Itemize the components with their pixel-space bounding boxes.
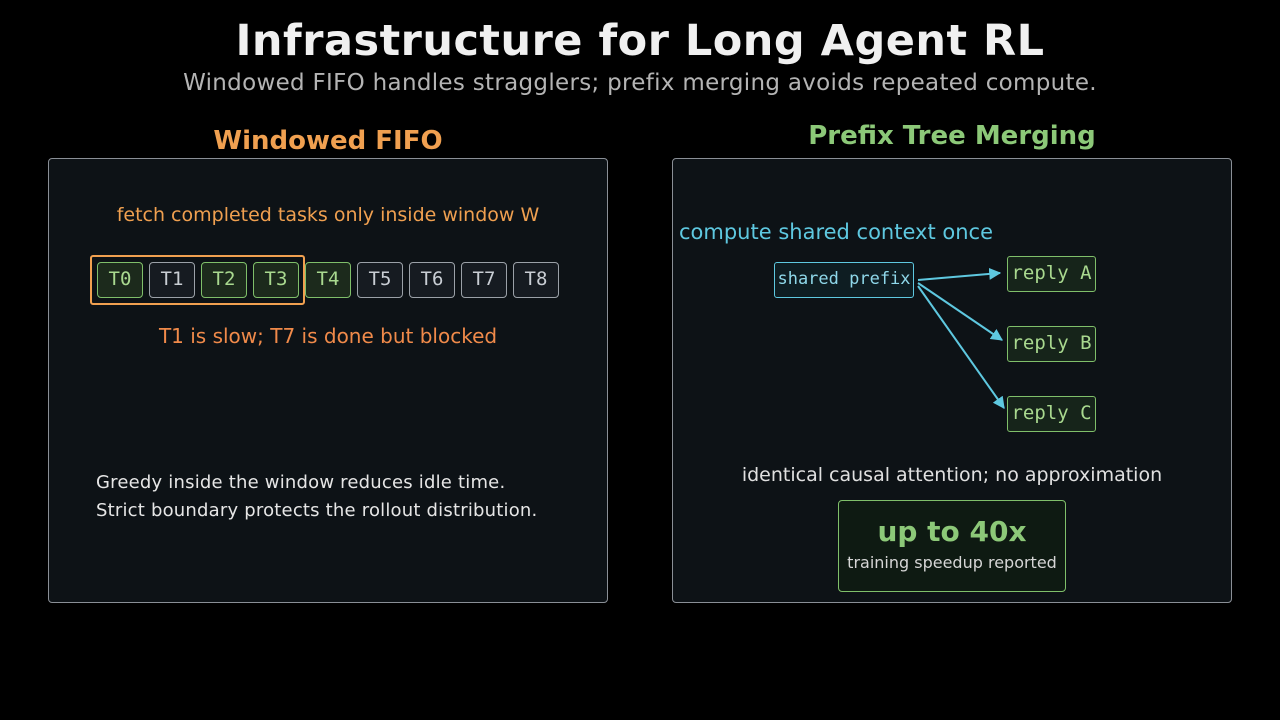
task-label: T1 bbox=[160, 268, 184, 290]
reply-node-a: reply A bbox=[1007, 256, 1096, 292]
task-label: T4 bbox=[316, 268, 340, 290]
task-label: T7 bbox=[472, 268, 496, 290]
windowed-fifo-panel bbox=[48, 158, 608, 603]
slide-title: Infrastructure for Long Agent RL bbox=[235, 16, 1045, 66]
task-cell: T7 bbox=[461, 262, 507, 298]
task-cell: T1 bbox=[149, 262, 195, 298]
task-label: T0 bbox=[108, 268, 132, 290]
task-label: T5 bbox=[368, 268, 392, 290]
fifo-body-line-1: Greedy inside the window reduces idle ti… bbox=[96, 472, 506, 493]
task-label: T3 bbox=[264, 268, 288, 290]
reply-node-c: reply C bbox=[1007, 396, 1096, 432]
speedup-caption: training speedup reported bbox=[847, 553, 1057, 572]
slide-subtitle: Windowed FIFO handles stragglers; prefix… bbox=[183, 70, 1097, 96]
task-cell: T0 bbox=[97, 262, 143, 298]
task-cell: T5 bbox=[357, 262, 403, 298]
task-cell: T4 bbox=[305, 262, 351, 298]
fifo-window-frame bbox=[90, 255, 305, 305]
fifo-caption: fetch completed tasks only inside window… bbox=[116, 204, 540, 226]
shared-prefix-node: shared prefix bbox=[774, 262, 914, 298]
prefix-caption: compute shared context once bbox=[679, 220, 993, 244]
straggler-note: T1 is slow; T7 is done but blocked bbox=[158, 324, 498, 348]
task-label: T2 bbox=[212, 268, 236, 290]
fifo-body-line-2: Strict boundary protects the rollout dis… bbox=[96, 500, 538, 521]
speedup-callout: up to 40x training speedup reported bbox=[838, 500, 1066, 592]
task-label: T6 bbox=[420, 268, 444, 290]
task-cell: T3 bbox=[253, 262, 299, 298]
prefix-tree-heading: Prefix Tree Merging bbox=[808, 121, 1096, 151]
task-cell: T6 bbox=[409, 262, 455, 298]
task-cell: T2 bbox=[201, 262, 247, 298]
reply-node-b: reply B bbox=[1007, 326, 1096, 362]
speedup-value: up to 40x bbox=[877, 515, 1027, 548]
task-label: T8 bbox=[524, 268, 548, 290]
attention-note: identical causal attention; no approxima… bbox=[741, 464, 1163, 486]
windowed-fifo-heading: Windowed FIFO bbox=[213, 126, 443, 156]
task-cell: T8 bbox=[513, 262, 559, 298]
